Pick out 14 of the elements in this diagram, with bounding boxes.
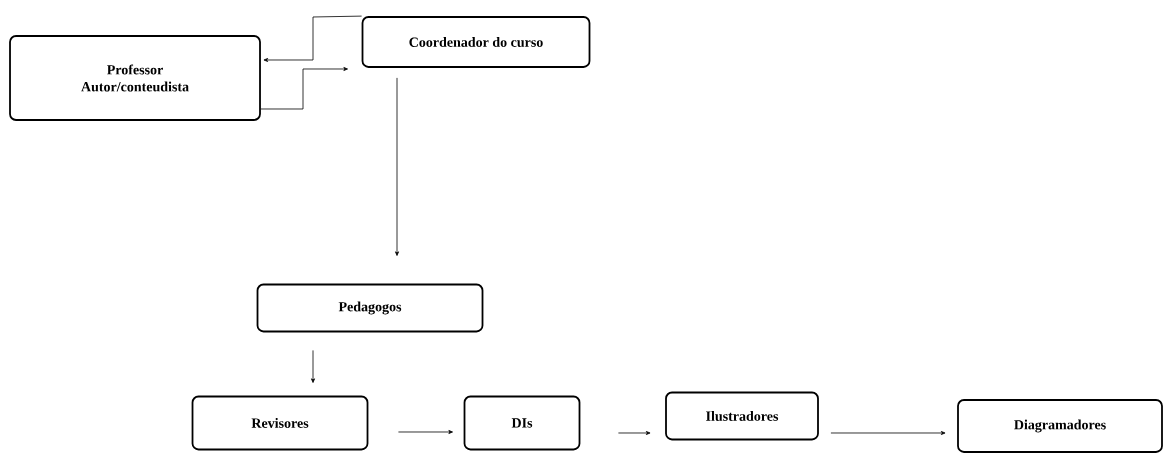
- arrow: [260, 67, 348, 110]
- process-box: DIs: [463, 395, 581, 451]
- process-box: Professor Autor/conteudista: [9, 35, 261, 121]
- process-box: Pedagogos: [256, 283, 484, 333]
- process-box: Ilustradores: [665, 391, 819, 441]
- arrow: [311, 350, 315, 383]
- process-box: Diagramadores: [957, 399, 1163, 453]
- arrow: [398, 430, 453, 434]
- arrow: [618, 431, 651, 435]
- arrow: [263, 15, 362, 62]
- arrow: [830, 431, 946, 435]
- process-box: Coordenador do curso: [361, 16, 591, 68]
- arrow: [395, 77, 399, 256]
- process-box: Revisores: [191, 395, 369, 451]
